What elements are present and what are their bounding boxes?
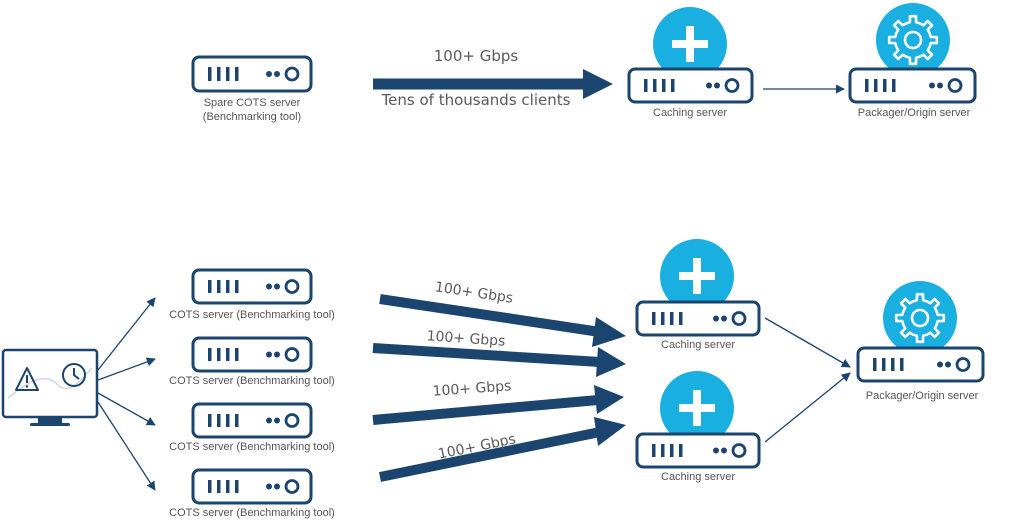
top-origin-server bbox=[848, 3, 977, 104]
cots-server-1 bbox=[191, 268, 313, 305]
caching-server-2 bbox=[635, 371, 761, 469]
origin-arrow-1 bbox=[764, 317, 851, 368]
cots-server-label-1: COTS server (Benchmarking tool) bbox=[169, 309, 335, 321]
flow-rate-2: 100+ Gbps bbox=[426, 328, 506, 349]
top-caching-server bbox=[627, 7, 754, 104]
origin-server-label: Packager/Origin server bbox=[866, 390, 979, 402]
plus-icon bbox=[679, 390, 715, 426]
flow-rate-3: 100+ Gbps bbox=[432, 378, 512, 399]
cots-server-label-3: COTS server (Benchmarking tool) bbox=[169, 441, 335, 453]
plus-icon bbox=[679, 258, 715, 294]
origin-server bbox=[856, 281, 985, 383]
top-traffic-arrow bbox=[373, 69, 613, 99]
traffic-arrow-2 bbox=[372, 343, 626, 377]
gear-outline bbox=[894, 292, 946, 344]
fanout-arrow-2 bbox=[97, 357, 156, 381]
traffic-arrow-1 bbox=[379, 294, 626, 347]
fanout-arrow-3 bbox=[97, 392, 156, 426]
caching-server-1 bbox=[635, 239, 761, 337]
flow-rate-1: 100+ Gbps bbox=[434, 279, 514, 306]
gear-hub bbox=[910, 308, 930, 328]
fanout-arrow-4 bbox=[97, 401, 156, 491]
origin-arrow-2 bbox=[764, 372, 851, 443]
spare-cots-server bbox=[191, 55, 313, 93]
gear-icon bbox=[894, 292, 946, 344]
caching-server-label-2: Caching server bbox=[661, 471, 735, 483]
top-origin-label: Packager/Origin server bbox=[858, 107, 971, 119]
fanout-arrows bbox=[97, 297, 156, 491]
cots-server-3 bbox=[191, 402, 313, 439]
gear-outline bbox=[887, 14, 939, 66]
cots-server-2 bbox=[191, 336, 313, 373]
plus-icon bbox=[672, 26, 708, 62]
spare-cots-label-line2: (Benchmarking tool) bbox=[203, 111, 301, 123]
traffic-arrow-3 bbox=[372, 385, 624, 425]
warning-icon bbox=[15, 367, 39, 391]
controller-monitor bbox=[1, 348, 99, 426]
spare-cots-label-line1: Spare COTS server bbox=[204, 97, 301, 109]
traffic-arrow-4 bbox=[378, 417, 626, 482]
top-flow-rate: 100+ Gbps bbox=[434, 47, 519, 65]
clock-icon bbox=[62, 363, 86, 387]
cots-server-label-4: COTS server (Benchmarking tool) bbox=[169, 507, 335, 519]
top-caching-label: Caching server bbox=[653, 107, 727, 119]
fanout-arrow-1 bbox=[97, 297, 156, 371]
cots-server-label-2: COTS server (Benchmarking tool) bbox=[169, 375, 335, 387]
caching-server-label-1: Caching server bbox=[661, 339, 735, 351]
gear-circle-icon bbox=[883, 281, 957, 355]
cots-server-4 bbox=[191, 468, 313, 505]
gear-circle-icon bbox=[876, 3, 950, 77]
gear-icon bbox=[887, 14, 939, 66]
top-flow-clients: Tens of thousands clients bbox=[381, 91, 571, 109]
gear-hub bbox=[903, 30, 923, 50]
